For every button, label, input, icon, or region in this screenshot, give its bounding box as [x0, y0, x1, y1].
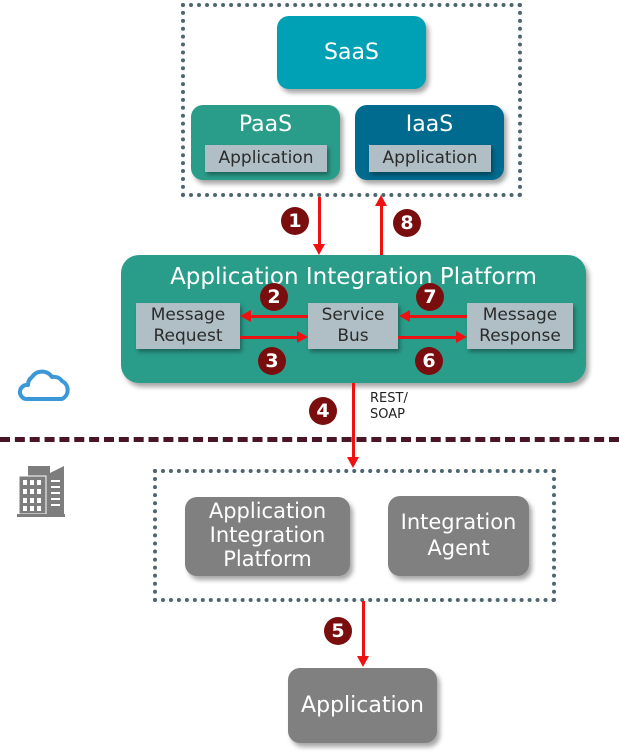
arrow-2-line	[250, 315, 308, 318]
on-premise-application-label: Application	[301, 693, 424, 718]
paas-box: PaaS Application	[191, 105, 340, 180]
step-badge-5: 5	[324, 617, 352, 645]
building-icon	[14, 462, 66, 518]
protocol-label-line2: SOAP	[370, 407, 405, 422]
integration-platform-title: Application Integration Platform	[170, 264, 537, 290]
aip-line1: Application	[208, 499, 327, 523]
message-request-line2: Request	[153, 326, 223, 346]
cloud-services-container	[181, 3, 522, 197]
arrow-2-head	[240, 310, 251, 322]
aip-line3: Platform	[223, 547, 312, 571]
arrow-5-line	[362, 601, 365, 657]
saas-box: SaaS	[277, 16, 426, 89]
arrow-6-head	[456, 331, 467, 343]
arrow-7-line	[409, 315, 467, 318]
cloud-icon	[12, 365, 74, 405]
arrow-3-line	[240, 336, 298, 339]
integration-agent-box: Integration Agent	[388, 496, 529, 576]
arrow-6-line	[398, 336, 456, 339]
message-response-line1: Message	[482, 305, 558, 325]
arrow-4-line	[352, 383, 355, 458]
protocol-label-line1: REST/	[370, 391, 408, 406]
saas-label: SaaS	[324, 40, 379, 65]
service-bus-box: Service Bus	[308, 303, 398, 349]
agent-line1: Integration	[400, 510, 517, 534]
arrow-1-head	[313, 244, 325, 255]
step-badge-8: 8	[393, 209, 421, 237]
message-response-line2: Response	[479, 326, 561, 346]
iaas-application-label: Application	[382, 148, 478, 168]
step-badge-6: 6	[415, 347, 443, 375]
arrow-4-head	[347, 457, 359, 468]
step-badge-7: 7	[416, 283, 444, 311]
on-premise-integration-platform-box: Application Integration Platform	[185, 497, 350, 576]
arrow-7-head	[399, 310, 410, 322]
arrow-8-head	[375, 195, 387, 206]
step-badge-1: 1	[281, 207, 309, 235]
iaas-application: Application	[369, 145, 491, 172]
cloud-boundary-divider	[0, 437, 619, 442]
paas-application-label: Application	[218, 148, 314, 168]
step-badge-2: 2	[260, 283, 288, 311]
step-badge-3: 3	[258, 347, 286, 375]
on-premise-container	[153, 469, 556, 602]
service-bus-line2: Bus	[337, 326, 369, 346]
service-bus-line1: Service	[321, 305, 385, 325]
message-response-box: Message Response	[467, 303, 573, 349]
paas-label: PaaS	[238, 112, 293, 137]
paas-application: Application	[205, 145, 327, 172]
agent-line2: Agent	[427, 536, 490, 560]
step-badge-4: 4	[309, 397, 337, 425]
arrow-5-head	[357, 656, 369, 667]
arrow-1-line	[318, 197, 321, 245]
arrow-3-head	[297, 331, 308, 343]
arrow-8-line	[380, 205, 383, 256]
message-request-box: Message Request	[136, 303, 240, 349]
message-request-line1: Message	[150, 305, 226, 325]
iaas-label: IaaS	[405, 112, 454, 137]
iaas-box: IaaS Application	[355, 105, 504, 180]
on-premise-application-box: Application	[288, 668, 437, 743]
protocol-label: REST/ SOAP	[370, 391, 408, 423]
aip-line2: Integration	[209, 523, 326, 547]
